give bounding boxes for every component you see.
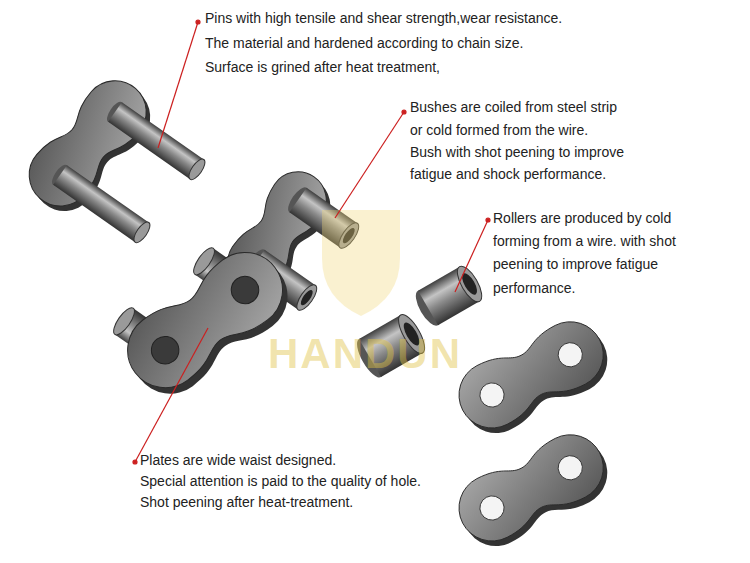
assembled-link [110, 237, 303, 408]
callout-text: Bush with shot peening to improve [410, 144, 624, 161]
callout-text: forming from a wire. with shot [493, 233, 676, 250]
watermark: HANDUN [268, 330, 462, 378]
link-plate [448, 310, 619, 444]
callout-text: The material and hardened according to c… [205, 35, 523, 52]
callout-text: Special attention is paid to the quality… [140, 473, 421, 490]
callout-text: or cold formed from the wire. [410, 122, 588, 139]
callout-text: Plates are wide waist designed. [140, 452, 336, 469]
callout-text: Surface is grined after heat treatment, [205, 59, 440, 76]
callout-text: Bushes are coiled from steel strip [410, 99, 617, 116]
callout-text: Shot peening after heat-treatment. [140, 494, 353, 511]
leader-lines [133, 20, 490, 464]
callout-text: Rollers are produced by cold [493, 210, 671, 227]
roller [411, 263, 486, 330]
callout-text: Pins with high tensile and shear strengt… [205, 10, 562, 27]
callout-text: peening to improve fatigue [493, 256, 658, 273]
callout-text: performance. [493, 280, 575, 297]
callout-text: fatigue and shock performance. [410, 166, 606, 183]
link-plate [448, 423, 619, 557]
watermark-logo [322, 210, 400, 316]
pin-link [16, 68, 207, 245]
